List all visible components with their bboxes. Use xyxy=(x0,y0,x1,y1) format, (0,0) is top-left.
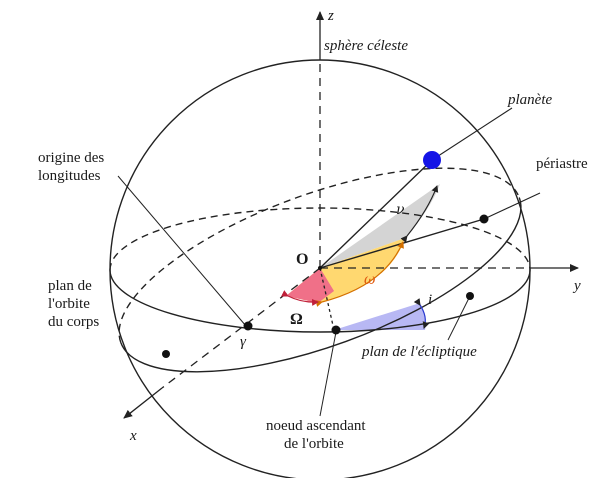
leader-ascending-node xyxy=(319,331,337,417)
periastre-extension xyxy=(483,192,541,220)
nu-label: ν xyxy=(396,202,405,218)
orbit-plane-label-2: l'orbite xyxy=(48,296,90,312)
Omega-label: Ω xyxy=(290,311,303,328)
orbit-back xyxy=(118,167,520,343)
orbit-front xyxy=(120,197,522,373)
origin-longitudes-label-2: longitudes xyxy=(38,168,101,184)
x-axis-inside xyxy=(161,267,321,389)
sphere-label: sphère céleste xyxy=(324,38,408,54)
z-axis-label: z xyxy=(327,8,334,24)
gamma-point xyxy=(243,321,253,331)
planet xyxy=(423,151,441,169)
origin-point xyxy=(318,266,322,270)
orbit-plane-label-1: plan de xyxy=(48,278,92,294)
ecliptic-plane-label: plan de l'écliptique xyxy=(361,344,477,360)
origin-longitudes-label-1: origine des xyxy=(38,150,104,166)
periastre-point xyxy=(479,214,489,224)
leader-ecliptic-plane xyxy=(447,295,471,341)
omega-label: ω xyxy=(364,272,376,288)
x-axis-outside xyxy=(123,387,163,419)
leader-origin-longitudes xyxy=(117,175,247,327)
angle-omega-arc xyxy=(315,241,404,307)
angle-i-sector xyxy=(334,303,426,330)
orbit-plane-marker xyxy=(162,350,170,358)
ecliptic-front xyxy=(109,269,531,333)
inclination-label: i xyxy=(428,292,432,308)
gamma-label: γ xyxy=(240,334,247,350)
angle-Omega-arc xyxy=(281,290,319,306)
ascending-node-label-1: noeud ascendant xyxy=(266,418,366,434)
periastre-label: périastre xyxy=(536,156,588,172)
x-axis-label: x xyxy=(129,428,137,444)
angle-i-arc xyxy=(413,298,430,329)
planet-line-extension xyxy=(431,107,513,161)
angle-nu-arc xyxy=(400,185,439,243)
y-axis-label: y xyxy=(572,278,581,294)
planet-label: planète xyxy=(507,92,552,108)
ascending-node-point xyxy=(331,325,341,335)
origin-label: O xyxy=(296,251,308,268)
ascending-node-label-2: de l'orbite xyxy=(284,436,344,452)
orbit-plane-label-3: du corps xyxy=(48,314,99,330)
ecliptic-plane-marker xyxy=(466,292,474,300)
